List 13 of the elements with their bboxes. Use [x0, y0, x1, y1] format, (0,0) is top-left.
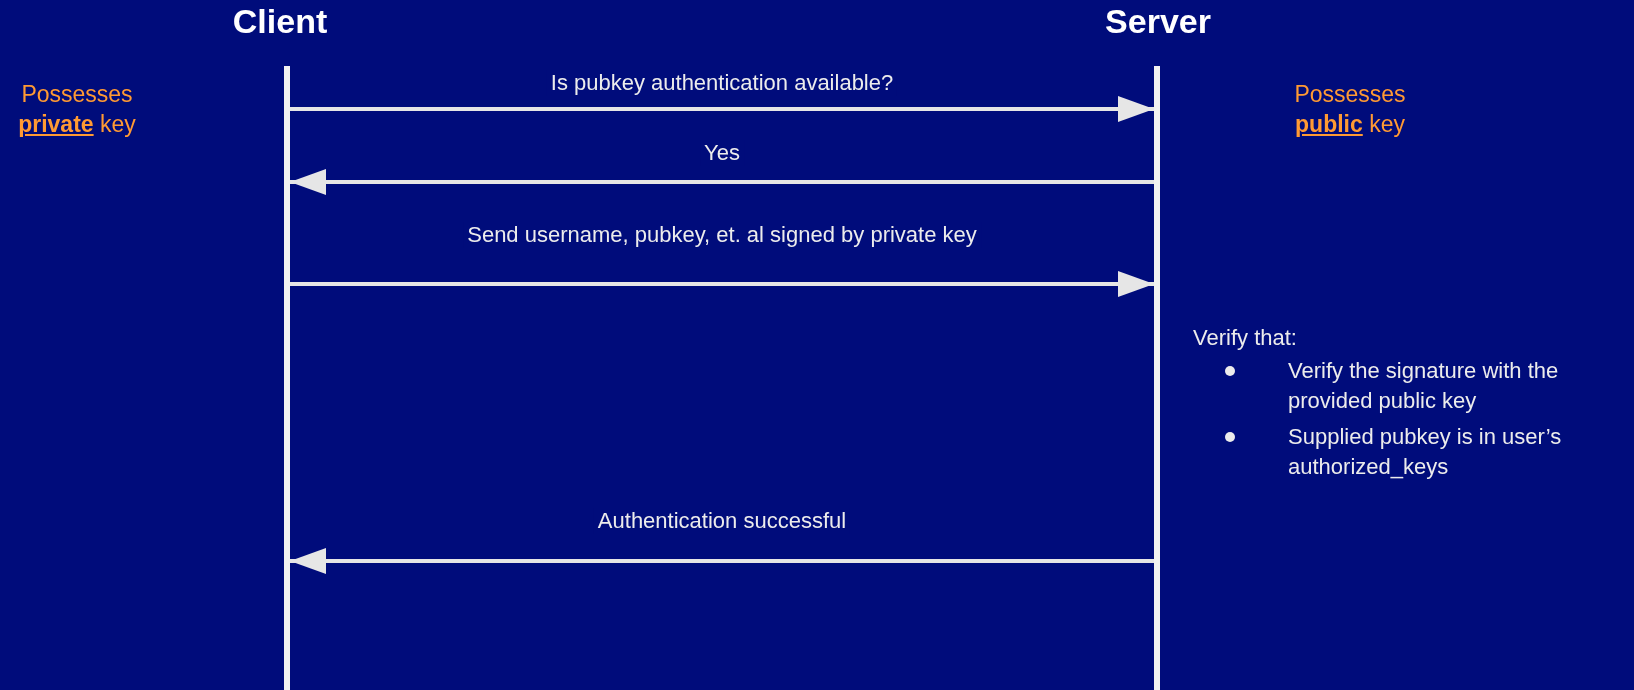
bullet-item: Supplied pubkey is in user’s authorized_keys — [1288, 423, 1563, 481]
key-note: Possesses private key — [17, 80, 137, 139]
note-text: Verify that: — [1193, 325, 1297, 351]
lifeline — [284, 66, 290, 690]
key-note: Possesses public key — [1293, 80, 1407, 139]
message-arrow — [290, 548, 1154, 574]
participant-heading: Client — [232, 2, 328, 41]
message-arrow — [290, 271, 1154, 297]
message-arrow — [290, 96, 1154, 122]
participant-heading: Server — [1105, 2, 1211, 41]
bullet-item: Verify the signature with the provided public key — [1288, 357, 1560, 415]
lifeline — [1154, 66, 1160, 690]
message-arrow — [290, 169, 1154, 195]
